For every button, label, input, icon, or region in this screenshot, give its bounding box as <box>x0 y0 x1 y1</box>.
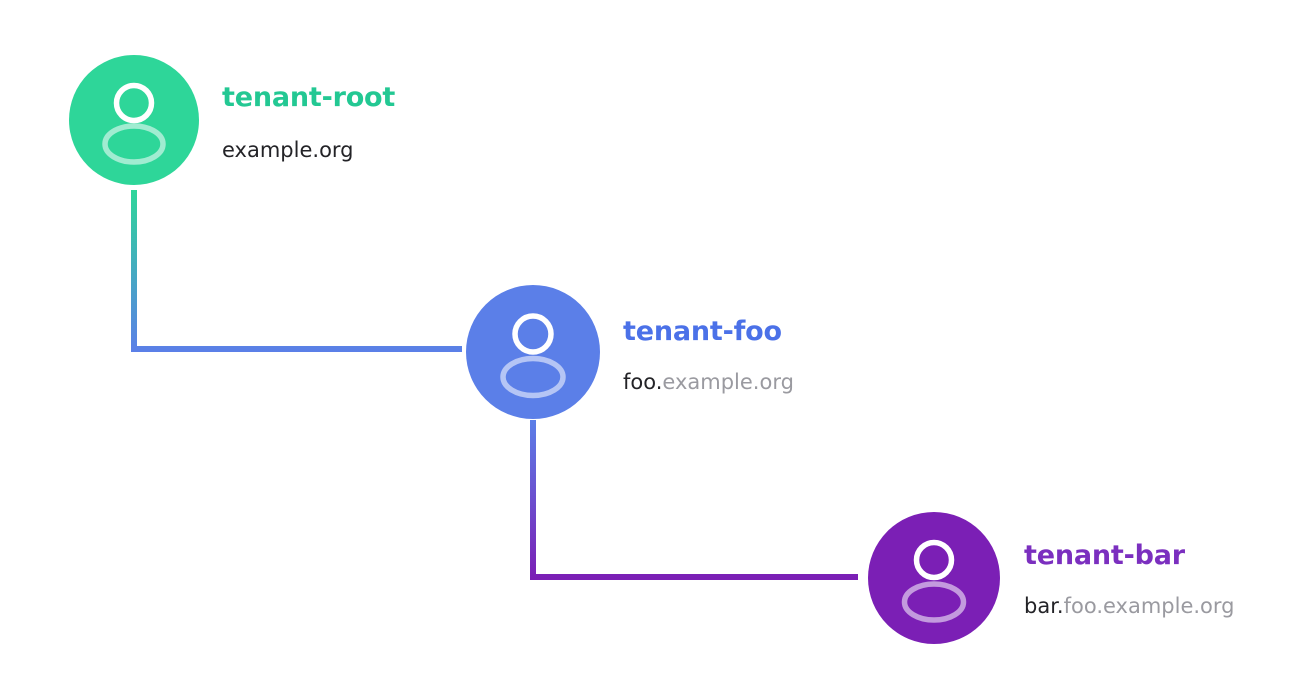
node-domain-group: bar.foo.example.org <box>1024 596 1235 617</box>
domain-parent-segment: example.org <box>662 370 794 394</box>
node-domain-group: foo.example.org <box>623 372 794 393</box>
edge-foo-to-bar <box>530 420 858 580</box>
node-title: tenant-root <box>222 82 396 113</box>
domain-parent-segment: foo.example.org <box>1063 594 1235 618</box>
domain-self-segment: example.org <box>222 138 354 162</box>
avatar-glyph <box>901 539 967 623</box>
node-domain: foo.example.org <box>623 372 794 393</box>
node-domain: bar.foo.example.org <box>1024 596 1235 617</box>
node-label-group: tenant-foo <box>623 318 782 345</box>
node-label-group: tenant-root <box>222 84 395 111</box>
node-domain-group: example.org <box>222 140 354 161</box>
user-avatar-icon[interactable] <box>466 285 600 419</box>
user-avatar-icon[interactable] <box>868 512 1000 644</box>
node-label-group: tenant-bar <box>1024 542 1185 569</box>
avatar-glyph <box>500 313 566 399</box>
node-title: tenant-bar <box>1024 540 1185 571</box>
node-domain: example.org <box>222 140 354 161</box>
domain-self-segment: foo. <box>623 370 663 394</box>
user-avatar-icon[interactable] <box>69 55 199 185</box>
domain-self-segment: bar. <box>1024 594 1064 618</box>
edge-root-to-foo <box>131 190 462 352</box>
avatar-glyph <box>102 82 166 165</box>
node-title: tenant-foo <box>623 316 782 347</box>
